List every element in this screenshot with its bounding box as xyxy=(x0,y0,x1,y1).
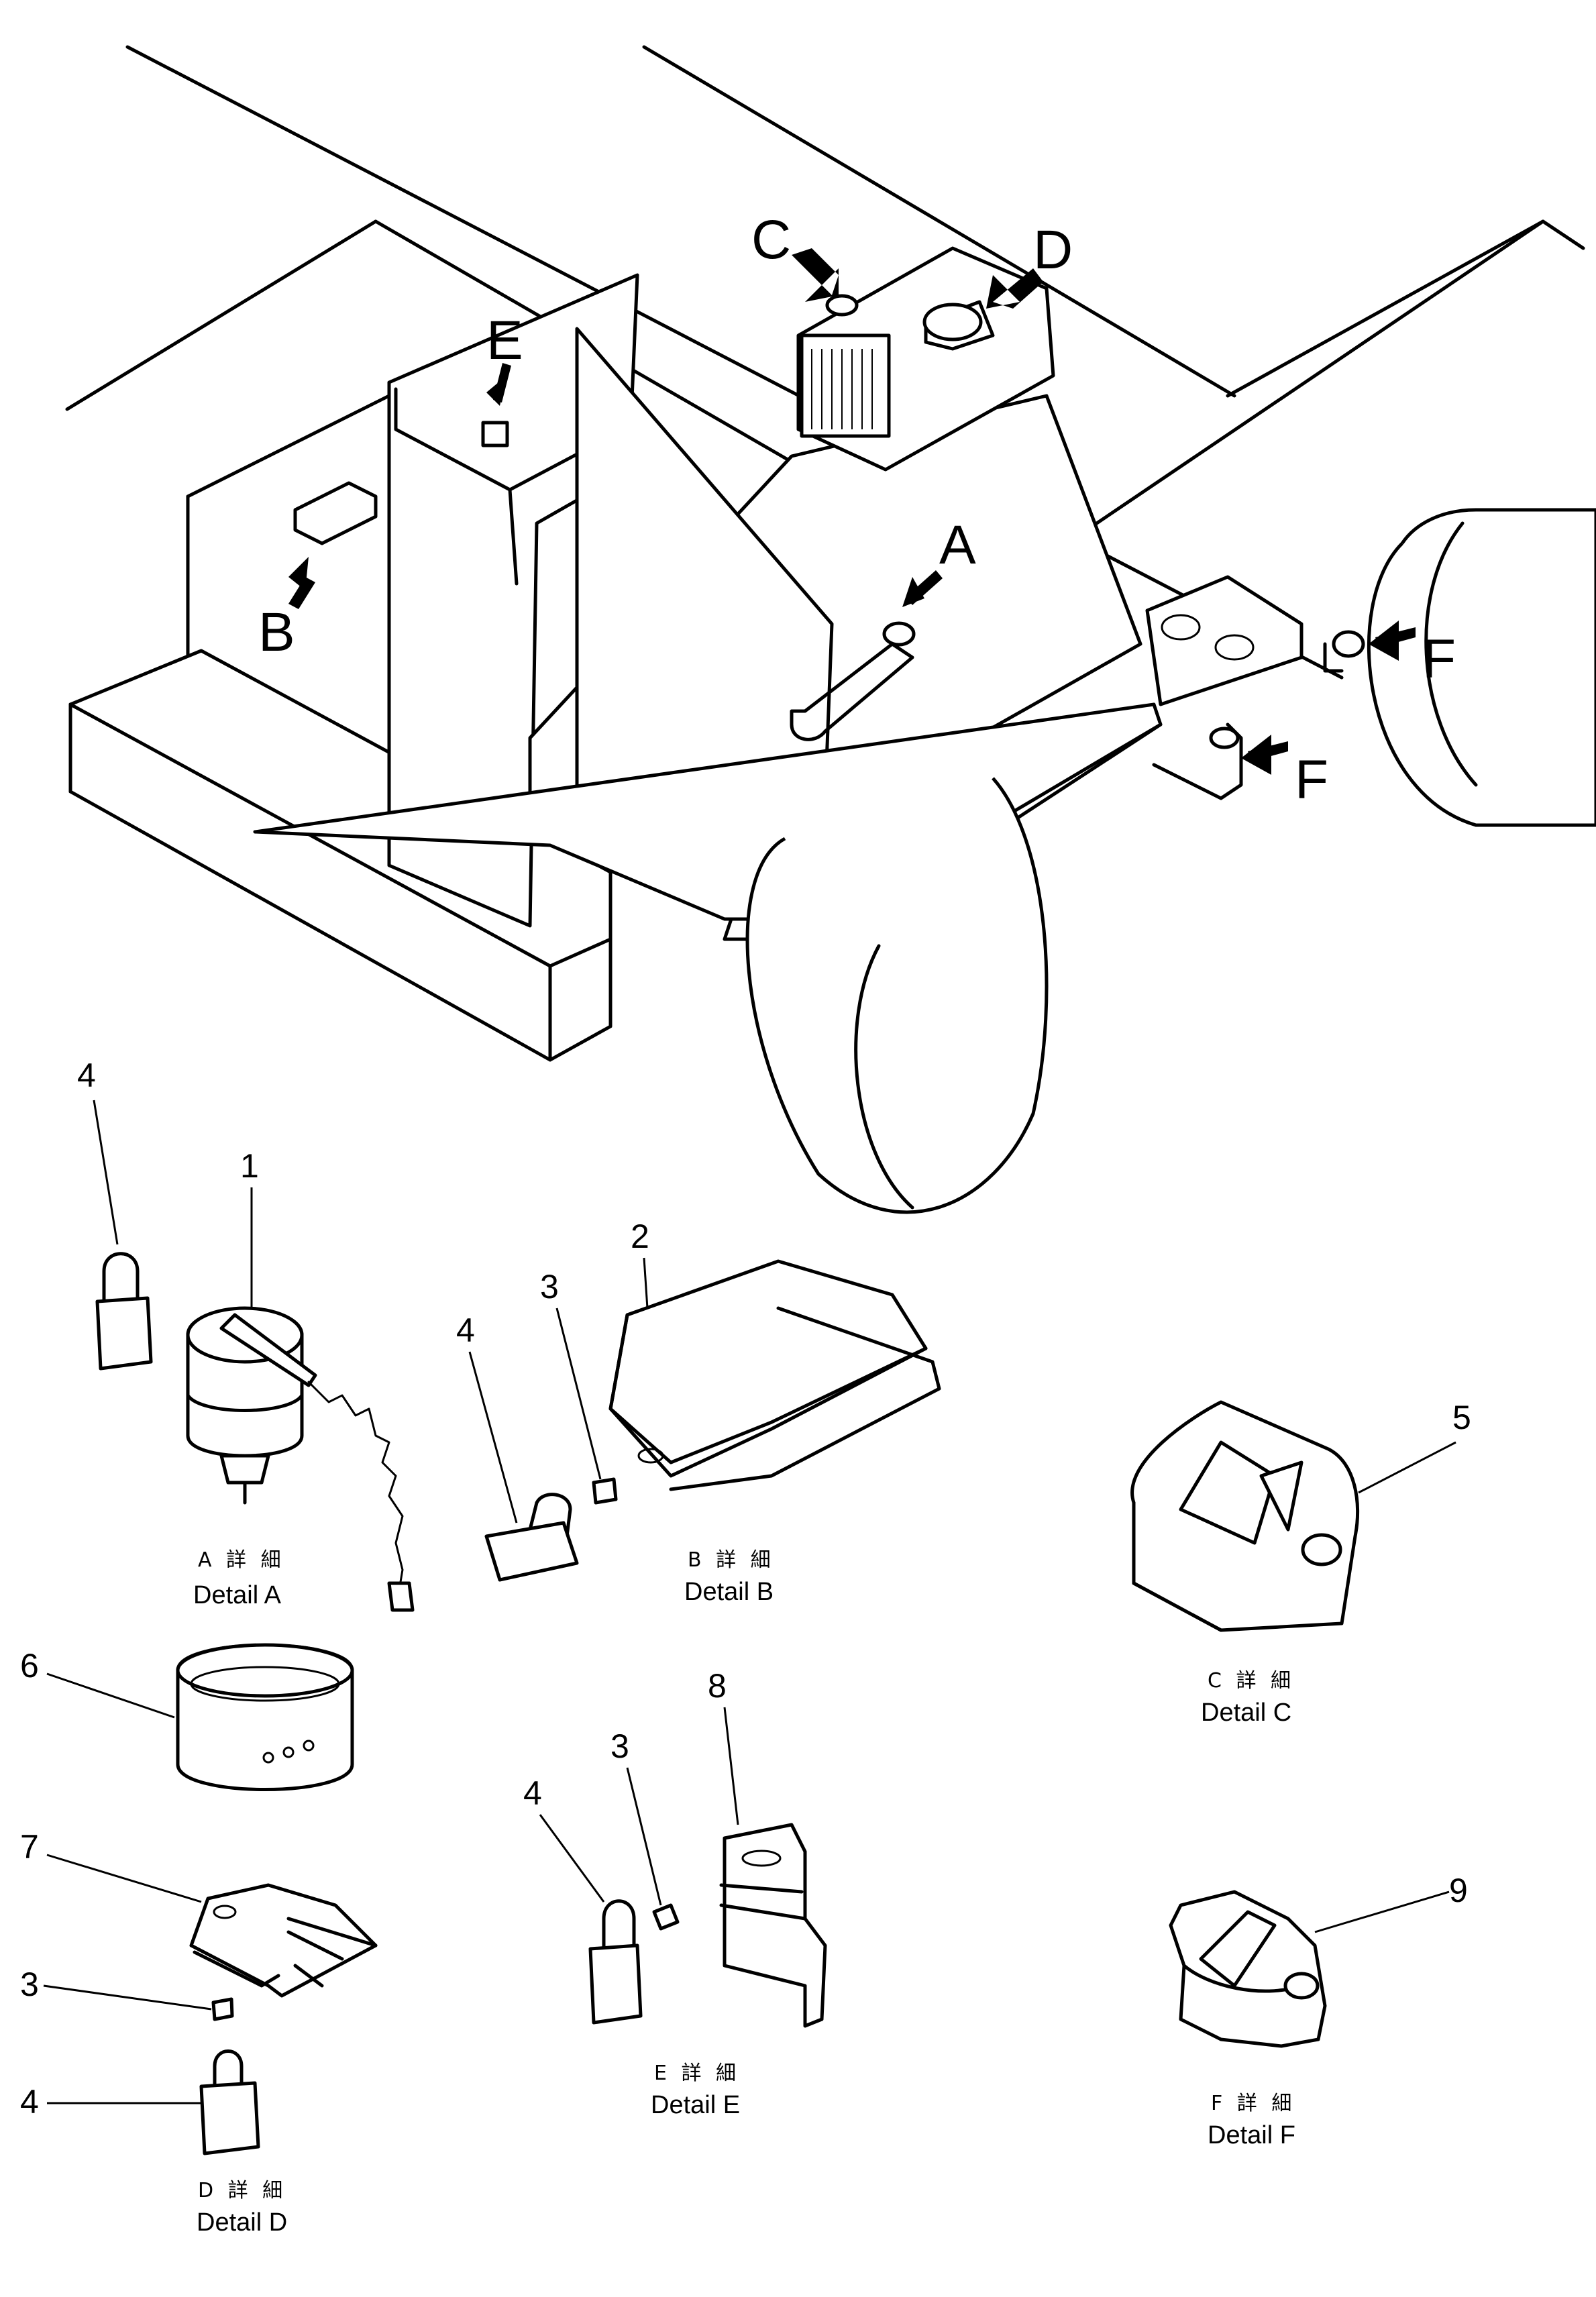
bracket-icon xyxy=(719,1823,827,2028)
detail-d-caption-ja: D 詳 細 xyxy=(198,2179,286,2202)
part-number-3a: 3 xyxy=(20,1966,39,2003)
arrow-c-icon xyxy=(792,248,839,302)
part-number-3c: 3 xyxy=(610,1727,629,1765)
arrow-a-icon xyxy=(902,570,943,607)
detail-c-caption-ja: C 詳 細 xyxy=(1208,1669,1295,1693)
detail-e-caption-ja: E 詳 細 xyxy=(654,2062,740,2085)
machine-view xyxy=(65,45,1596,1214)
washer-icon xyxy=(652,1903,680,1931)
detail-e xyxy=(588,1823,827,2028)
washer-icon xyxy=(592,1477,618,1505)
detail-a xyxy=(95,1252,415,1612)
detail-b-caption-en: Detail B xyxy=(684,1578,774,1606)
fuel-cap-icon xyxy=(186,1306,415,1612)
view-label-e: E xyxy=(486,310,523,371)
view-arrows xyxy=(288,248,1416,775)
padlock-icon xyxy=(588,1899,643,2025)
detail-d xyxy=(176,1643,378,2155)
detail-d-caption-en: Detail D xyxy=(197,2208,287,2237)
part-number-7: 7 xyxy=(20,1828,39,1866)
detail-c xyxy=(1130,1400,1360,1632)
arrow-f1-icon xyxy=(1369,621,1416,661)
arrow-b-icon xyxy=(288,557,315,609)
detail-b xyxy=(484,1259,941,1582)
part-number-8: 8 xyxy=(708,1667,727,1705)
cap-icon xyxy=(1169,1890,1327,2048)
view-label-f1: F xyxy=(1422,629,1456,690)
part-number-5: 5 xyxy=(1452,1399,1471,1436)
detail-f-caption-en: Detail F xyxy=(1208,2121,1295,2149)
bracket-icon xyxy=(189,1883,378,1998)
part-number-4a: 4 xyxy=(77,1057,96,1094)
detail-a-caption-en: Detail A xyxy=(193,1581,282,1609)
part-number-4b: 4 xyxy=(456,1312,475,1349)
detail-f xyxy=(1169,1890,1327,2048)
cover-plate-icon xyxy=(608,1259,941,1491)
padlock-icon xyxy=(484,1493,579,1582)
arrow-f2-icon xyxy=(1241,735,1288,775)
part-number-2: 2 xyxy=(631,1218,649,1255)
part-number-4c: 4 xyxy=(20,2083,39,2121)
part-number-4d: 4 xyxy=(523,1774,542,1812)
detail-f-caption-ja: F 詳 細 xyxy=(1211,2092,1295,2115)
band-icon xyxy=(176,1643,354,1791)
detail-b-caption-ja: B 詳 細 xyxy=(688,1548,775,1572)
view-label-d: D xyxy=(1033,219,1073,280)
detail-a-caption-ja: A 詳 細 xyxy=(198,1548,285,1572)
part-number-6: 6 xyxy=(20,1647,39,1685)
padlock-icon xyxy=(199,2049,260,2155)
washer-icon xyxy=(211,1997,234,2021)
view-label-c: C xyxy=(751,209,791,270)
arrow-e-icon xyxy=(486,363,511,406)
view-label-b: B xyxy=(258,602,295,663)
cap-icon xyxy=(1130,1400,1360,1632)
part-number-3b: 3 xyxy=(540,1268,559,1305)
part-number-9: 9 xyxy=(1449,1872,1468,1909)
detail-e-caption-en: Detail E xyxy=(651,2091,740,2119)
padlock-icon xyxy=(95,1252,153,1371)
part-number-1: 1 xyxy=(240,1147,259,1185)
view-label-f2: F xyxy=(1295,749,1328,810)
arrow-d-icon xyxy=(986,268,1043,309)
detail-c-caption-en: Detail C xyxy=(1201,1699,1291,1727)
view-label-a: A xyxy=(939,515,976,576)
